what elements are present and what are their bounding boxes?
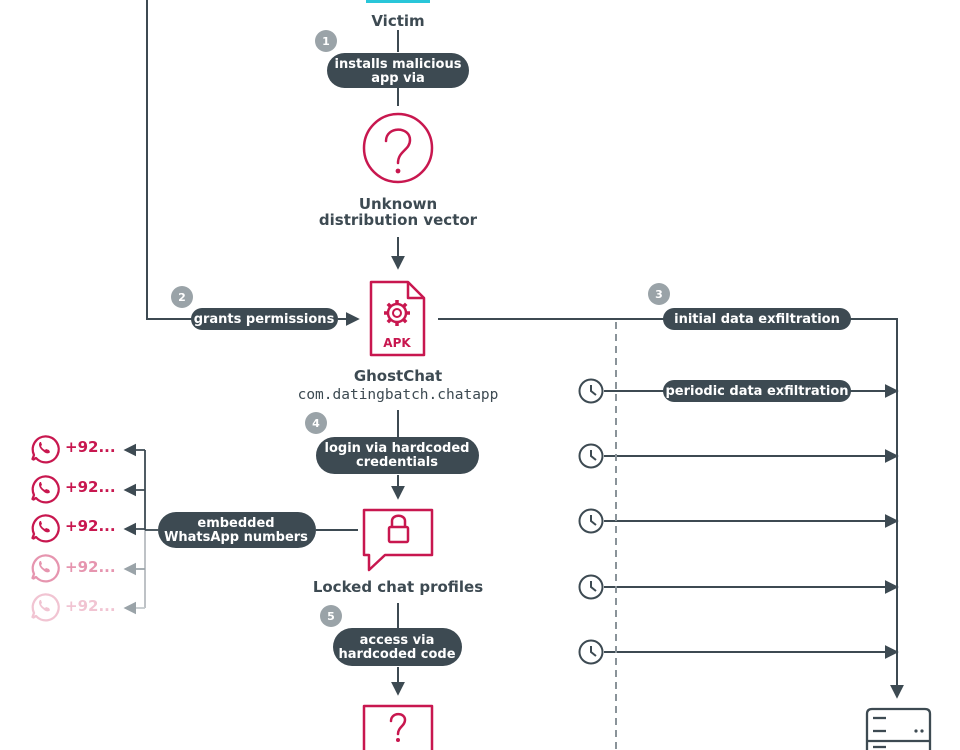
locked-chat-bubble-icon (362, 508, 434, 572)
install-pill-line2: app via (371, 71, 425, 86)
distribution-label-line1: Unknown (359, 195, 437, 213)
victim-label: Victim (371, 12, 424, 30)
victim-accent-bar (366, 0, 430, 3)
clock-icon (578, 574, 604, 600)
install-pill (327, 53, 469, 88)
clock-icons (578, 378, 604, 665)
initial-exfil-pill-label: initial data exfiltration (674, 312, 840, 327)
grants-pill-label: grants permissions (194, 312, 335, 327)
whatsapp-number: +92... (65, 478, 116, 496)
access-pill-line1: access via (360, 633, 435, 648)
embedded-numbers-pill (158, 512, 316, 548)
access-pill (333, 628, 462, 666)
step-badge-5-number: 5 (327, 610, 335, 623)
whatsapp-icon (31, 514, 60, 543)
initial-exfil-line (438, 318, 904, 699)
periodic-exfil-pill (663, 380, 851, 402)
access-pill-line2: hardcoded code (338, 647, 455, 662)
login-pill-line2: credentials (356, 455, 438, 470)
embedded-pill-line2: WhatsApp numbers (164, 530, 308, 545)
embedded-pill-line1: embedded (197, 516, 274, 531)
step-badge-1 (315, 30, 337, 52)
clock-icon (578, 378, 604, 404)
server-icon (865, 707, 932, 750)
whatsapp-list: +92... +92... +92... +92... (31, 435, 116, 622)
whatsapp-entry: +92... (31, 554, 116, 583)
whatsapp-entry: +92... (31, 514, 116, 543)
install-pill-line1: installs malicious (335, 57, 462, 72)
whatsapp-icon (31, 435, 60, 464)
grants-pill (191, 308, 338, 330)
apk-file-gear-icon (369, 280, 426, 357)
app-package: com.datingbatch.chatapp (298, 387, 499, 403)
step-badge-3 (648, 283, 670, 305)
connector-lines (146, 0, 904, 699)
distribution-label-line2: distribution vector (319, 211, 478, 229)
step-badge-4 (305, 412, 327, 434)
apk-badge-label: APK (383, 336, 411, 350)
whatsapp-number: +92... (65, 517, 116, 535)
question-mark-icon (362, 112, 434, 184)
periodic-exfil-pill-label: periodic data exfiltration (665, 384, 848, 399)
whatsapp-icon (31, 475, 60, 504)
app-name: GhostChat (354, 367, 442, 385)
whatsapp-icon (31, 593, 60, 622)
whatsapp-entry: +92... (31, 475, 116, 504)
whatsapp-number: +92... (65, 438, 116, 456)
whatsapp-fanout-lines (123, 443, 158, 615)
whatsapp-entry: +92... (31, 435, 116, 464)
initial-exfil-pill (663, 308, 851, 330)
clock-icon (578, 443, 604, 469)
step-badge-4-number: 4 (312, 417, 320, 430)
clock-icon (578, 508, 604, 534)
whatsapp-entry: +92... (31, 593, 116, 622)
victim-loop-line (146, 0, 192, 320)
step-badge-1-number: 1 (322, 35, 330, 48)
locked-profiles-label: Locked chat profiles (313, 578, 483, 596)
step-badge-3-number: 3 (655, 288, 663, 301)
whatsapp-number: +92... (65, 558, 116, 576)
whatsapp-number: +92... (65, 597, 116, 615)
whatsapp-icon (31, 554, 60, 583)
login-pill (316, 437, 479, 474)
step-badge-5 (320, 605, 342, 627)
question-bubble-icon (362, 704, 434, 750)
step-badge-2-number: 2 (178, 291, 186, 304)
step-badge-2 (171, 286, 193, 308)
login-pill-line1: login via hardcoded (325, 441, 470, 456)
clock-icon (578, 639, 604, 665)
